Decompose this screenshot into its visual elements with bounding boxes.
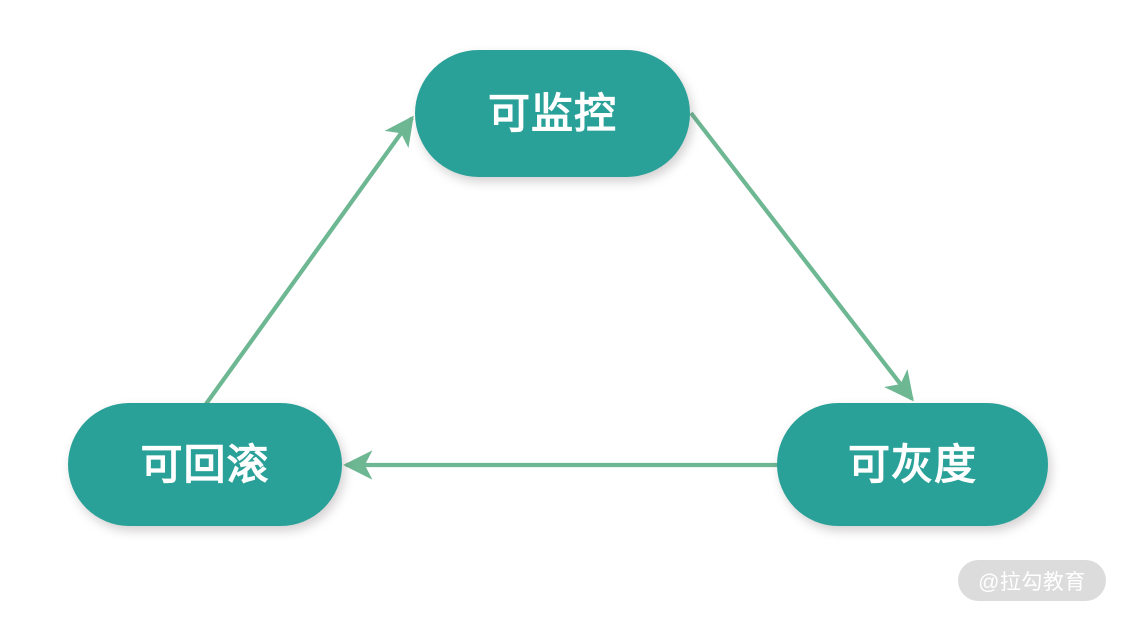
edge-rollback-to-monitor <box>204 115 414 406</box>
node-gray-label: 可灰度 <box>847 440 977 488</box>
watermark-badge: @拉勾教育 <box>958 560 1106 601</box>
node-rollback[interactable]: 可回滚 <box>68 403 342 526</box>
watermark-label: @拉勾教育 <box>978 570 1086 594</box>
node-monitor-label: 可监控 <box>487 89 617 137</box>
edge-monitor-to-gray <box>689 111 914 402</box>
node-gray[interactable]: 可灰度 <box>777 403 1048 526</box>
node-monitor[interactable]: 可监控 <box>415 50 690 177</box>
node-rollback-label: 可回滚 <box>140 440 270 488</box>
